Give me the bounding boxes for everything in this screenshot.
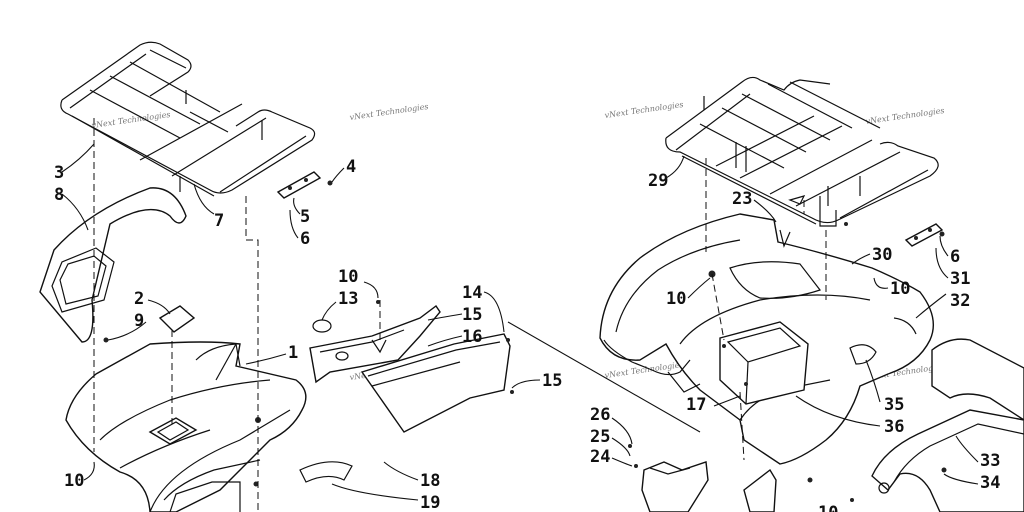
rear-fender-body [599,213,934,465]
callout-17: 17 [686,395,706,415]
watermark: vNext Technologies [865,106,945,126]
rear-rack [665,76,939,227]
callout-4: 4 [346,157,356,177]
callouts: 3 8 7 4 5 6 2 9 1 10 13 10 14 15 16 15 1… [54,157,1000,512]
rear-plate [788,195,945,247]
cover-plate [103,305,196,343]
callout-31: 31 [950,269,970,289]
front-rack [60,41,316,197]
callout-2: 2 [134,289,144,309]
callout-5: 5 [300,207,310,227]
watermark: vNext Technologies [604,100,684,120]
callout-6: 6 [950,247,960,267]
callout-10: 10 [890,279,910,299]
callout-19: 19 [420,493,440,512]
callout-9: 9 [134,311,144,331]
callout-10: 10 [818,503,838,512]
callout-13: 13 [338,289,358,309]
callout-7: 7 [214,211,224,231]
callout-15: 15 [462,305,482,325]
watermark: vNext Technologies [349,102,429,122]
callout-35: 35 [884,395,904,415]
leader-lines [61,143,979,501]
side-panels [309,300,514,433]
rear-side-fender [871,338,1024,512]
callout-32: 32 [950,291,970,311]
callout-34: 34 [980,473,1000,493]
callout-3: 3 [54,163,64,183]
callout-8: 8 [54,185,64,205]
rear-lower-parts [628,444,854,512]
callout-30: 30 [872,245,892,265]
callout-18: 18 [420,471,440,491]
callout-15: 15 [542,371,562,391]
front-body [65,341,353,512]
assembly-line [507,321,701,433]
assembly-lines [93,118,827,512]
callout-26: 26 [590,405,610,425]
callout-10: 10 [338,267,358,287]
callout-24: 24 [590,447,610,467]
front-fender-panel [39,187,187,343]
callout-29: 29 [648,171,668,191]
callout-10: 10 [666,289,686,309]
callout-10: 10 [64,471,84,491]
callout-6: 6 [300,229,310,249]
callout-23: 23 [732,189,752,209]
callout-33: 33 [980,451,1000,471]
callout-36: 36 [884,417,904,437]
callout-25: 25 [590,427,610,447]
front-plate [276,171,333,199]
callout-14: 14 [462,283,482,303]
callout-16: 16 [462,327,482,347]
callout-1: 1 [288,343,298,363]
